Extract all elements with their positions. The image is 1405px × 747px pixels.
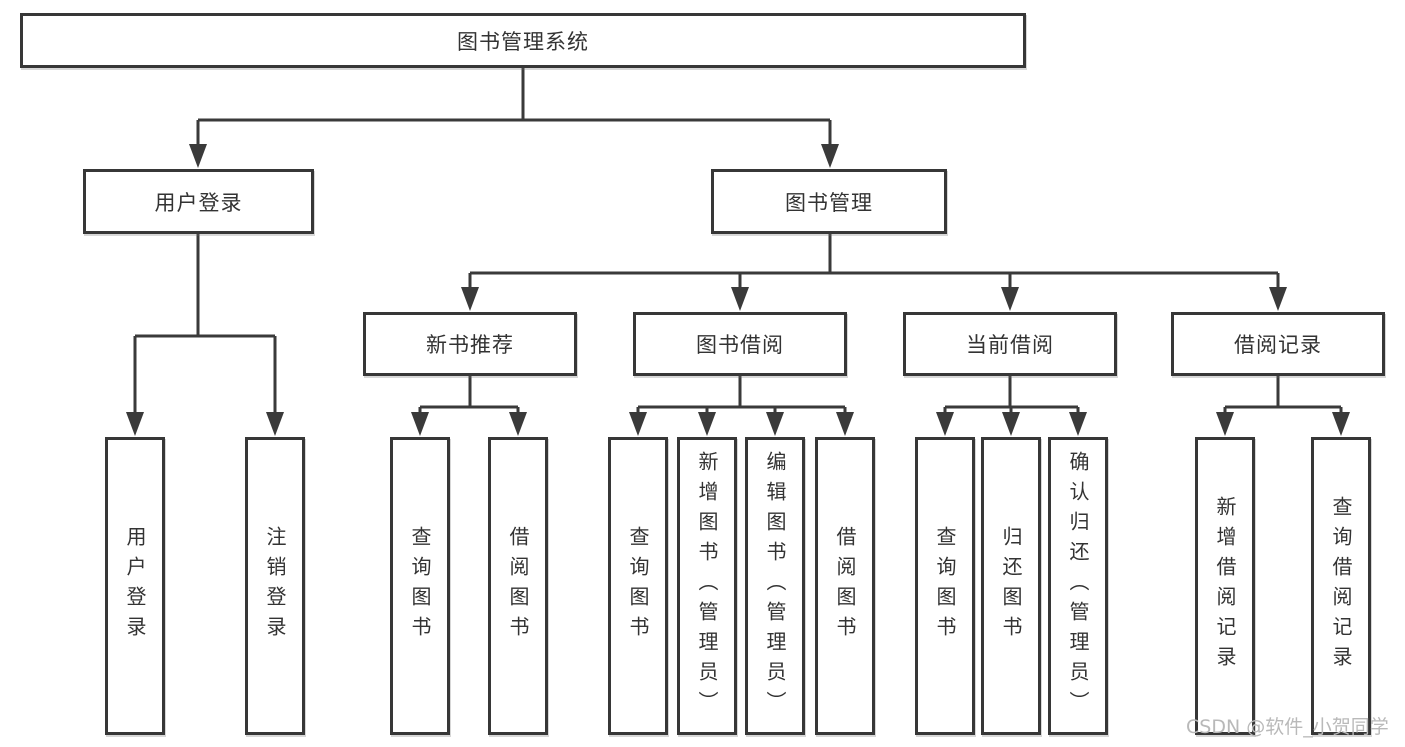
leaf-add-book-admin: 新增图书（管理员） bbox=[677, 437, 737, 735]
leaf-label: 编辑图书（管理员） bbox=[763, 451, 787, 721]
leaf-add-borrow-record: 新增借阅记录 bbox=[1195, 437, 1255, 735]
arrow-down-icon bbox=[266, 412, 284, 436]
leaf-label: 查询借阅记录 bbox=[1329, 496, 1353, 676]
node-borrow-records: 借阅记录 bbox=[1171, 312, 1385, 376]
node-current-borrow: 当前借阅 bbox=[903, 312, 1117, 376]
arrow-down-icon bbox=[731, 287, 749, 311]
arrow-down-icon bbox=[766, 412, 784, 436]
leaf-label: 用户登录 bbox=[123, 526, 147, 646]
leaf-query-book-1: 查询图书 bbox=[390, 437, 450, 735]
leaf-label: 确认归还（管理员） bbox=[1066, 451, 1090, 721]
node-book-borrow: 图书借阅 bbox=[633, 312, 847, 376]
arrow-down-icons bbox=[126, 144, 1350, 436]
arrow-down-icon bbox=[1269, 287, 1287, 311]
leaf-logout: 注销登录 bbox=[245, 437, 305, 735]
arrow-down-icon bbox=[1069, 412, 1087, 436]
csdn-watermark: CSDN @软件_小贺同学 bbox=[1186, 716, 1389, 738]
arrow-down-icon bbox=[411, 412, 429, 436]
arrow-down-icon bbox=[821, 144, 839, 168]
arrow-down-icon bbox=[126, 412, 144, 436]
leaf-confirm-return-admin: 确认归还（管理员） bbox=[1048, 437, 1108, 735]
node-label: 用户登录 bbox=[154, 190, 243, 215]
leaf-user-login: 用户登录 bbox=[105, 437, 165, 735]
leaf-label: 新增借阅记录 bbox=[1213, 496, 1237, 676]
arrow-down-icon bbox=[461, 287, 479, 311]
arrow-down-icon bbox=[1002, 412, 1020, 436]
leaf-label: 注销登录 bbox=[263, 526, 287, 646]
arrow-down-icon bbox=[836, 412, 854, 436]
node-label: 图书管理 bbox=[785, 190, 873, 215]
node-new-book-recommend: 新书推荐 bbox=[363, 312, 577, 376]
arrow-down-icon bbox=[189, 144, 207, 168]
node-label: 新书推荐 bbox=[426, 333, 514, 357]
leaf-label: 查询图书 bbox=[933, 526, 957, 646]
node-label: 图书借阅 bbox=[696, 333, 784, 357]
leaf-return-book: 归还图书 bbox=[981, 437, 1041, 735]
leaf-query-book-2: 查询图书 bbox=[608, 437, 668, 735]
leaf-label: 借阅图书 bbox=[506, 526, 530, 646]
arrow-down-icon bbox=[1332, 412, 1350, 436]
leaf-label: 查询图书 bbox=[626, 526, 650, 646]
node-user-login: 用户登录 bbox=[83, 169, 314, 234]
node-label: 借阅记录 bbox=[1234, 333, 1322, 357]
arrow-down-icon bbox=[936, 412, 954, 436]
arrow-down-icon bbox=[698, 412, 716, 436]
leaf-query-book-3: 查询图书 bbox=[915, 437, 975, 735]
arrow-down-icon bbox=[509, 412, 527, 436]
leaf-label: 新增图书（管理员） bbox=[695, 451, 719, 721]
leaf-label: 归还图书 bbox=[999, 526, 1023, 646]
arrow-down-icon bbox=[1216, 412, 1234, 436]
leaf-borrow-book-2: 借阅图书 bbox=[815, 437, 875, 735]
leaf-label: 借阅图书 bbox=[833, 526, 857, 646]
node-book-management: 图书管理 bbox=[711, 169, 947, 234]
arrow-down-icon bbox=[1001, 287, 1019, 311]
leaf-edit-book-admin: 编辑图书（管理员） bbox=[745, 437, 805, 735]
node-label: 当前借阅 bbox=[966, 333, 1054, 357]
arrow-down-icon bbox=[629, 412, 647, 436]
leaf-label: 查询图书 bbox=[408, 526, 432, 646]
node-label: 图书管理系统 bbox=[457, 29, 589, 54]
node-library-system: 图书管理系统 bbox=[20, 13, 1026, 68]
leaf-query-borrow-record: 查询借阅记录 bbox=[1311, 437, 1371, 735]
leaf-borrow-book-1: 借阅图书 bbox=[488, 437, 548, 735]
